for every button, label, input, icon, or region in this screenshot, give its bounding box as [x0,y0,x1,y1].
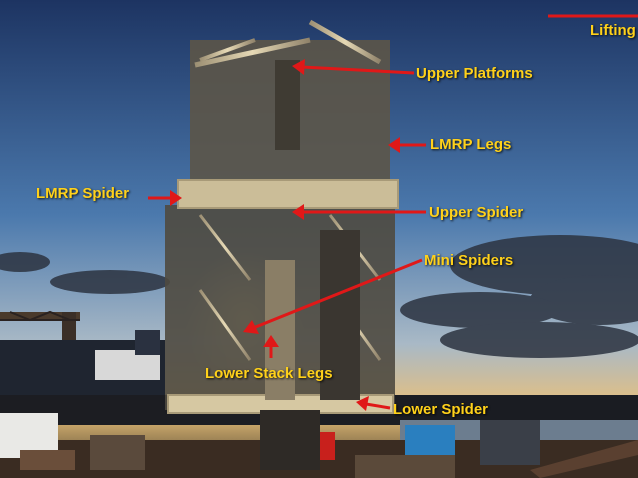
arrow-upper-platforms-head [292,59,305,75]
arrow-upper-spider-head [292,204,304,220]
arrow-lower-stack-legs-head [263,335,279,347]
arrow-lower-spider-head [356,396,369,411]
label-upper-platforms: Upper Platforms [416,65,533,82]
label-lmrp-legs: LMRP Legs [430,136,512,153]
arrow-lmrp-spider-head [170,190,182,206]
arrow-upper-platforms-shaft [301,65,415,75]
clouds [0,235,638,358]
label-lmrp-spider: LMRP Spider [36,185,130,202]
label-mini-spiders: Mini Spiders [424,252,514,269]
arrow-lower-spider-shaft [365,402,391,410]
arrow-mini-spiders-head [243,320,259,334]
bop-stack [165,18,399,470]
arrow-mini-spiders-shaft [252,258,423,330]
label-lifting: Lifting [590,22,636,39]
label-lower-spider: Lower Spider [393,401,489,418]
label-upper-spider: Upper Spider [429,204,524,221]
arrow-lmrp-legs-head [388,137,400,153]
label-lower-stack-legs: Lower Stack Legs [205,365,333,382]
annotation-arrows [148,14,638,411]
